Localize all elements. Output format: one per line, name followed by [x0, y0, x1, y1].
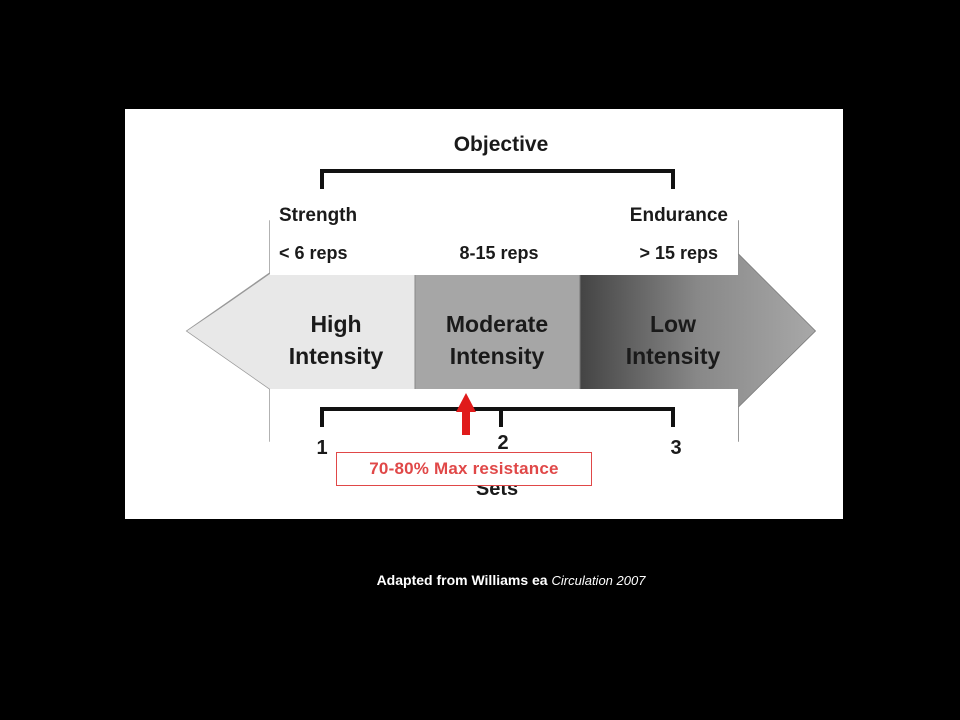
- set-1-label: 1: [316, 437, 327, 459]
- objective-bracket: [320, 169, 675, 189]
- reps-mid-label: 8-15 reps: [459, 243, 538, 263]
- callout-text: 70-80% Max resistance: [369, 459, 559, 478]
- reps-high-label: > 15 reps: [639, 243, 718, 263]
- moderate-intensity-band: [415, 275, 580, 389]
- bottom-label-area: [270, 389, 738, 449]
- strength-label: Strength: [279, 205, 357, 226]
- high-intensity-label-2: Intensity: [289, 343, 384, 369]
- reps-low-label: < 6 reps: [279, 243, 348, 263]
- low-intensity-label-2: Intensity: [626, 343, 721, 369]
- low-intensity-label: Low: [650, 311, 696, 337]
- max-resistance-callout: 70-80% Max resistance: [336, 452, 592, 486]
- moderate-intensity-label-2: Intensity: [450, 343, 545, 369]
- objective-label: Objective: [454, 133, 549, 156]
- high-intensity-label: High: [310, 311, 361, 337]
- high-band-fill: [187, 275, 415, 389]
- arrow-up-icon: [456, 393, 476, 435]
- intensity-diagram: Objective Strength Endurance < 6 reps 8-…: [185, 133, 817, 500]
- set-3-label: 3: [670, 437, 681, 459]
- moderate-intensity-label: Moderate: [446, 311, 548, 337]
- caption-journal: Circulation 2007: [551, 573, 646, 588]
- sets-bracket: [320, 407, 675, 427]
- set-2-label: 2: [497, 432, 508, 454]
- top-label-area: [270, 189, 738, 275]
- low-intensity-band: [580, 254, 815, 407]
- endurance-label: Endurance: [630, 205, 728, 226]
- caption-main: Adapted from Williams ea: [376, 572, 552, 588]
- source-caption: Adapted from Williams ea Circulation 200…: [0, 572, 960, 588]
- diagram-panel: Objective Strength Endurance < 6 reps 8-…: [125, 109, 843, 519]
